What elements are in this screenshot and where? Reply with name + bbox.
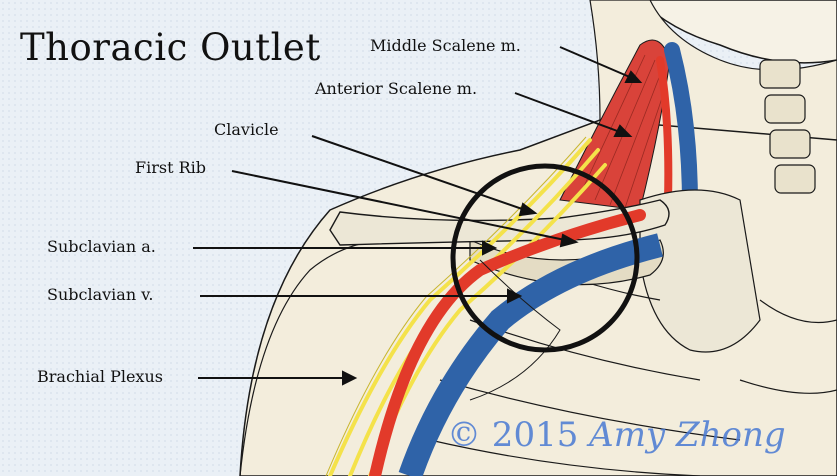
label-brachial-plexus: Brachial Plexus [37,368,163,386]
label-clavicle: Clavicle [214,121,279,139]
copyright-text: © 2015 [447,415,578,455]
copyright-watermark: © 2015 Amy Zhong [447,415,786,455]
artist-signature: Amy Zhong [589,415,785,455]
label-anterior-scalene: Anterior Scalene m. [315,80,477,98]
label-middle-scalene: Middle Scalene m. [370,37,521,55]
diagram-title: Thoracic Outlet [20,26,321,69]
label-subclavian-v: Subclavian v. [47,286,153,304]
label-first-rib: First Rib [135,159,206,177]
label-subclavian-a: Subclavian a. [47,238,156,256]
